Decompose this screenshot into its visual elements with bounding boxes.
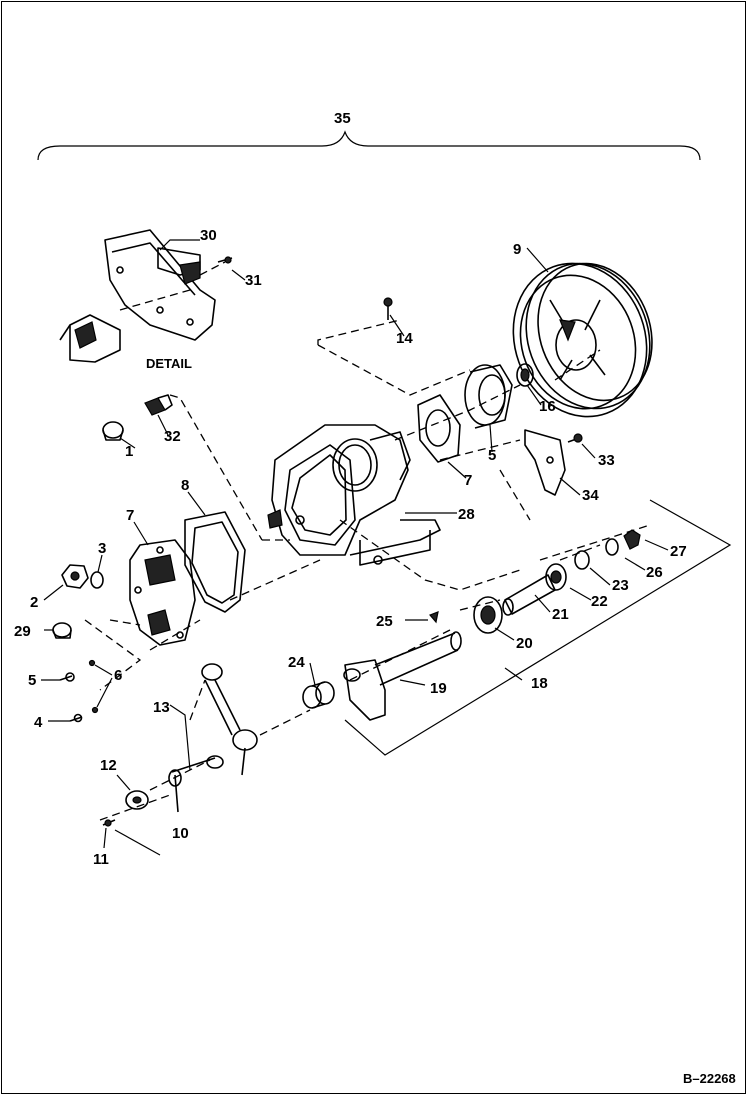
crankshaft-19 (343, 631, 462, 721)
connecting-rod-13 (168, 663, 258, 813)
callout-6: 6 (114, 667, 122, 684)
washer-6 (88, 659, 99, 714)
oring-3 (90, 571, 104, 589)
callout-7-lower: 7 (126, 507, 134, 524)
callout-21: 21 (552, 606, 569, 623)
assembly-bracket (37, 130, 701, 161)
screw-33 (567, 433, 583, 443)
callout-26: 26 (646, 564, 663, 581)
guard-34 (524, 429, 566, 496)
callout-35: 35 (334, 110, 351, 127)
callout-18: 18 (531, 675, 548, 692)
callout-5-upper: 5 (488, 447, 496, 464)
callout-1: 1 (125, 443, 133, 460)
callout-32: 32 (164, 428, 181, 445)
callout-13: 13 (153, 699, 170, 716)
group-18-outline (344, 499, 732, 756)
callout-30: 30 (200, 227, 217, 244)
callout-14: 14 (396, 330, 413, 347)
gasket-8 (184, 511, 246, 613)
bearing-22 (545, 563, 567, 591)
gasket-7-upper (417, 394, 461, 463)
callout-24: 24 (288, 654, 305, 671)
callout-31: 31 (245, 272, 262, 289)
washer-23 (574, 550, 590, 570)
bearing-20 (473, 596, 503, 634)
cover-7 (129, 539, 196, 646)
callout-4: 4 (34, 714, 43, 731)
plug-29 (52, 622, 72, 639)
bearing-cap-15 (464, 364, 513, 429)
leader-lines (41, 239, 669, 849)
callout-22: 22 (591, 593, 608, 610)
callout-29: 29 (14, 623, 31, 640)
callout-34: 34 (582, 487, 599, 504)
callout-27: 27 (670, 543, 687, 560)
detail-label: DETAIL (146, 356, 192, 371)
callout-10: 10 (172, 825, 189, 842)
callout-20: 20 (516, 635, 533, 652)
callout-28: 28 (458, 506, 475, 523)
knob-2 (61, 564, 89, 589)
detail-casting (59, 229, 216, 363)
screw-14 (383, 297, 393, 320)
key-25 (428, 611, 439, 624)
pump-housing-28 (267, 424, 441, 566)
callout-23: 23 (612, 577, 629, 594)
callout-3: 3 (98, 540, 106, 557)
callout-16: 16 (539, 398, 556, 415)
callout-9: 9 (513, 241, 521, 258)
pulley-9 (512, 262, 653, 418)
callout-25: 25 (376, 613, 393, 630)
reference-code: B–22268 (683, 1071, 736, 1086)
pin-10 (114, 829, 161, 856)
callout-labels: 35 30 31 DETAIL 9 14 16 5 7 33 34 28 32 … (14, 110, 687, 868)
bushing-24 (302, 681, 335, 709)
callout-33: 33 (598, 452, 615, 469)
bolt-5 (59, 672, 75, 682)
callout-5-lower: 5 (28, 672, 36, 689)
bolt-11 (102, 819, 116, 827)
callout-8: 8 (181, 477, 189, 494)
bolt-4 (69, 713, 83, 723)
seal-16 (516, 363, 534, 387)
callout-11: 11 (93, 851, 109, 868)
fitting-32 (144, 394, 173, 416)
callout-19: 19 (430, 680, 447, 697)
washer-26 (605, 538, 619, 556)
plug-1 (102, 421, 124, 441)
callout-2: 2 (30, 594, 38, 611)
callout-7-upper: 7 (464, 472, 472, 489)
nut-27 (623, 529, 641, 550)
screw-31 (217, 256, 233, 264)
callout-12: 12 (100, 757, 117, 774)
washer-12 (125, 790, 149, 810)
